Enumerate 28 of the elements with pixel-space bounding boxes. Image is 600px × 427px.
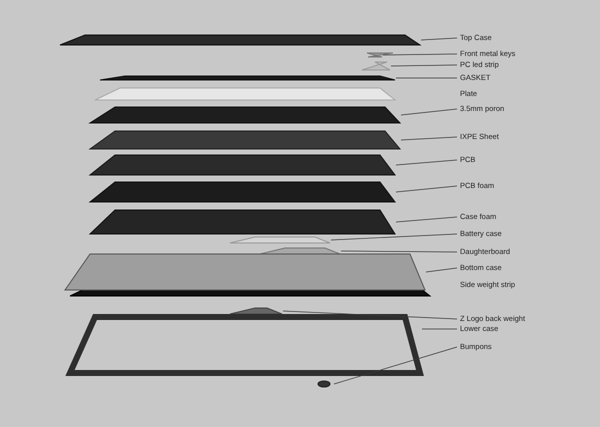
pcb-foam-drawing bbox=[88, 182, 396, 202]
leader-line bbox=[400, 136, 458, 140]
leader-line bbox=[400, 108, 458, 116]
leader-line bbox=[396, 186, 458, 192]
ixpe-sheet-drawing bbox=[88, 130, 402, 150]
leader-line bbox=[382, 54, 458, 56]
leader-line bbox=[422, 328, 458, 330]
leader-line bbox=[334, 346, 458, 384]
case-foam-drawing bbox=[88, 210, 396, 234]
bottom-case-drawing bbox=[64, 254, 426, 290]
led-strip-drawing bbox=[362, 62, 390, 70]
bumpon-drawing bbox=[318, 380, 330, 388]
front-metal-keys-drawing bbox=[366, 52, 394, 58]
top-case-drawing bbox=[60, 34, 422, 46]
leader-line bbox=[426, 268, 458, 272]
poron-layer-drawing bbox=[88, 106, 402, 124]
lower-case-drawing bbox=[65, 314, 424, 376]
leader-line bbox=[340, 250, 458, 252]
pcb-drawing bbox=[88, 154, 396, 176]
leader-line bbox=[390, 64, 458, 66]
gasket-drawing bbox=[100, 76, 396, 80]
leader-line bbox=[330, 234, 458, 240]
leader-line bbox=[420, 38, 458, 40]
leader-line bbox=[396, 160, 458, 166]
leader-line bbox=[282, 310, 458, 320]
back-weight-drawing bbox=[230, 308, 282, 314]
leader-line bbox=[396, 216, 458, 222]
battery-case-drawing bbox=[230, 236, 330, 244]
